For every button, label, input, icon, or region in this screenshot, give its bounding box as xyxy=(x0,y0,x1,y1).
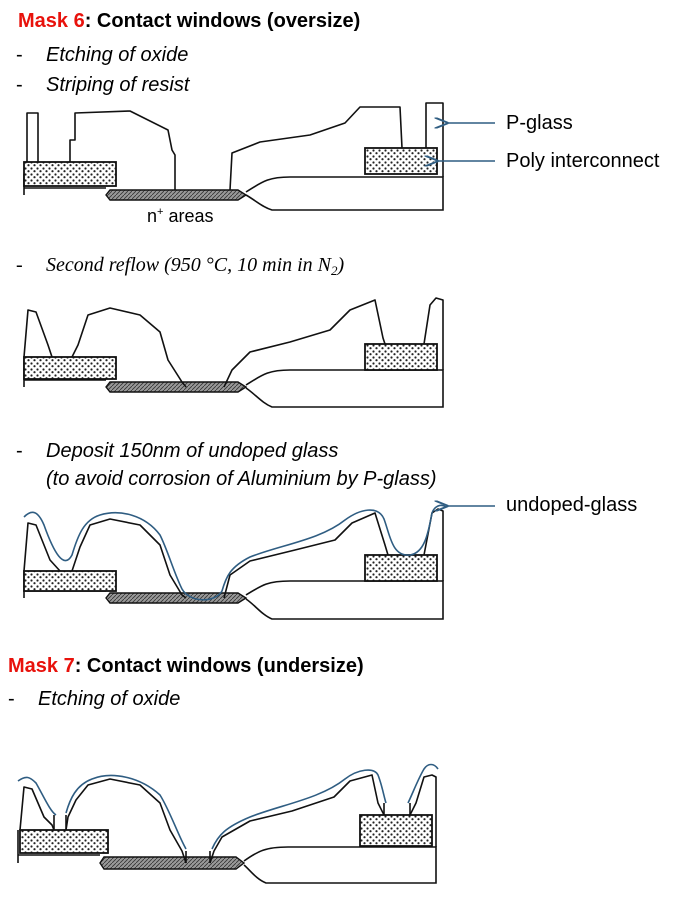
pglass-right-block xyxy=(229,106,403,191)
step-deposit-line1: - Deposit 150nm of undoped glass xyxy=(16,440,338,463)
pglass-left-block xyxy=(71,518,187,599)
dash-marker: - xyxy=(8,688,15,710)
reflow-close: ) xyxy=(337,254,345,276)
mask6-heading: Mask 6: Contact windows (oversize) xyxy=(18,10,360,33)
mask7-step-etching: - Etching of oxide xyxy=(8,688,180,711)
mask6-step-striping-text: Striping of resist xyxy=(46,74,190,96)
step-second-reflow: - Second reflow (950 °C, 10 min in N2) xyxy=(16,254,344,279)
pglass-right-pillar xyxy=(409,774,437,847)
undoped-glass-layer xyxy=(23,504,447,601)
nplus-areas-label: n+ areas xyxy=(147,206,213,227)
pglass-right-block xyxy=(223,512,389,599)
reflow-subscript: 2 xyxy=(331,263,338,278)
pglass-left-block xyxy=(65,778,187,864)
pglass-left-pillar xyxy=(26,112,39,162)
diagram-contact-windows-etched xyxy=(23,102,495,211)
mask6-title: : Contact windows (oversize) xyxy=(84,10,361,32)
nplus-area xyxy=(105,592,248,604)
poly-interconnect-left xyxy=(19,829,109,854)
field-oxide-right xyxy=(243,846,437,884)
mask7-step-etching-text: Etching of oxide xyxy=(38,688,181,710)
pglass-left-pillar xyxy=(23,522,61,572)
diagram-contact-windows-undersize xyxy=(17,763,439,884)
poly-interconnect-left xyxy=(23,570,117,592)
dash-marker: - xyxy=(16,74,23,96)
poly-interconnect-right xyxy=(359,814,433,847)
reflow-text: Second reflow (950 °C, 10 min in N xyxy=(46,254,332,276)
step-deposit-line2: (to avoid corrosion of Aluminium by P-gl… xyxy=(46,468,437,490)
mask6-step-striping: - Striping of resist xyxy=(16,74,189,97)
pglass-right-pillar xyxy=(425,102,444,177)
field-oxide-right xyxy=(245,369,444,408)
mask7-title: : Contact windows (undersize) xyxy=(74,655,364,677)
mask6-label: Mask 6 xyxy=(18,10,85,32)
field-oxide-right xyxy=(245,176,444,211)
nplus-label-rest: areas xyxy=(163,206,214,226)
nplus-area xyxy=(105,381,248,393)
field-oxide-right xyxy=(245,580,444,620)
pglass-right-block xyxy=(209,774,385,864)
callout-poly-interconnect: Poly interconnect xyxy=(506,150,660,172)
nplus-area xyxy=(99,856,246,870)
dash-marker: - xyxy=(16,254,23,276)
pglass-right-pillar xyxy=(423,297,444,370)
callout-undoped-glass: undoped-glass xyxy=(506,494,638,516)
mask6-step-etching: - Etching of oxide xyxy=(16,44,188,67)
mask7-label: Mask 7 xyxy=(8,655,75,677)
nplus-area xyxy=(105,189,248,201)
nplus-label-base: n xyxy=(147,206,158,226)
pglass-left-pillar xyxy=(23,309,53,358)
poly-interconnect-left xyxy=(23,356,117,380)
pglass-left-pillar xyxy=(19,786,55,831)
pglass-left-block xyxy=(69,110,176,190)
diagram-undoped-glass xyxy=(23,495,495,620)
undoped-glass-remaining xyxy=(17,763,439,850)
deposit-line1-text: Deposit 150nm of undoped glass xyxy=(46,440,339,462)
contact-window-edges xyxy=(53,803,411,863)
diagram-second-reflow xyxy=(23,297,444,408)
nplus-label-sup: + xyxy=(157,206,164,218)
mask6-step-etching-text: Etching of oxide xyxy=(46,44,189,66)
poly-interconnect-left xyxy=(23,161,117,187)
pglass-right-block xyxy=(223,299,386,388)
poly-interconnect-right xyxy=(364,554,438,582)
pglass-left-block xyxy=(71,307,187,388)
poly-interconnect-right xyxy=(364,343,438,371)
dash-marker: - xyxy=(16,44,23,66)
mask7-heading: Mask 7: Contact windows (undersize) xyxy=(8,655,364,678)
callout-pglass: P-glass xyxy=(506,112,573,134)
poly-interconnect-right xyxy=(364,147,438,175)
dash-marker: - xyxy=(16,440,23,462)
